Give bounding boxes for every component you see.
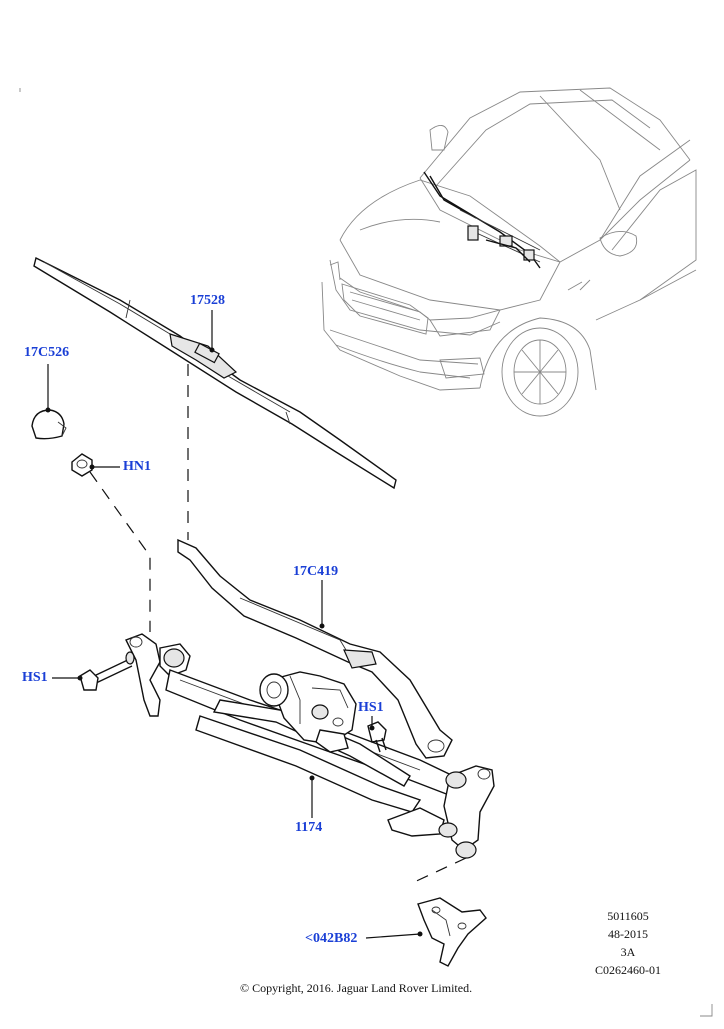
- reference-number: 5011605: [607, 909, 649, 923]
- callout-bolt-hs1-right[interactable]: HS1: [358, 700, 384, 715]
- copyright-notice: © Copyright, 2016. Jaguar Land Rover Lim…: [240, 981, 473, 995]
- corner-mark: [700, 1004, 713, 1017]
- assembly-lines: [89, 364, 467, 885]
- callout-nut-hn1[interactable]: HN1: [123, 459, 151, 474]
- reference-code: C0262460-01: [595, 963, 661, 977]
- blade-cap: [31, 409, 67, 440]
- callout-linkage[interactable]: 1174: [295, 820, 323, 835]
- leader-lines: [45, 310, 423, 939]
- callout-wiper-blade[interactable]: 17528: [190, 293, 225, 308]
- reference-revision: 3A: [620, 945, 636, 959]
- nut-hn1: [71, 453, 93, 477]
- bracket: [417, 897, 487, 967]
- bolt-hs1-left: [79, 651, 135, 691]
- reference-date: 48-2015: [608, 927, 648, 941]
- wiper-linkage: [125, 633, 495, 859]
- callout-blade-cap[interactable]: 17C526: [24, 345, 70, 360]
- callout-wiper-arm[interactable]: 17C419: [293, 564, 339, 579]
- wiper-blade: [33, 256, 397, 490]
- vehicle-illustration: [321, 87, 697, 417]
- callout-bracket[interactable]: <042B82: [305, 931, 358, 946]
- callout-bolt-hs1-left[interactable]: HS1: [22, 670, 48, 685]
- wiper-arm: [177, 538, 453, 759]
